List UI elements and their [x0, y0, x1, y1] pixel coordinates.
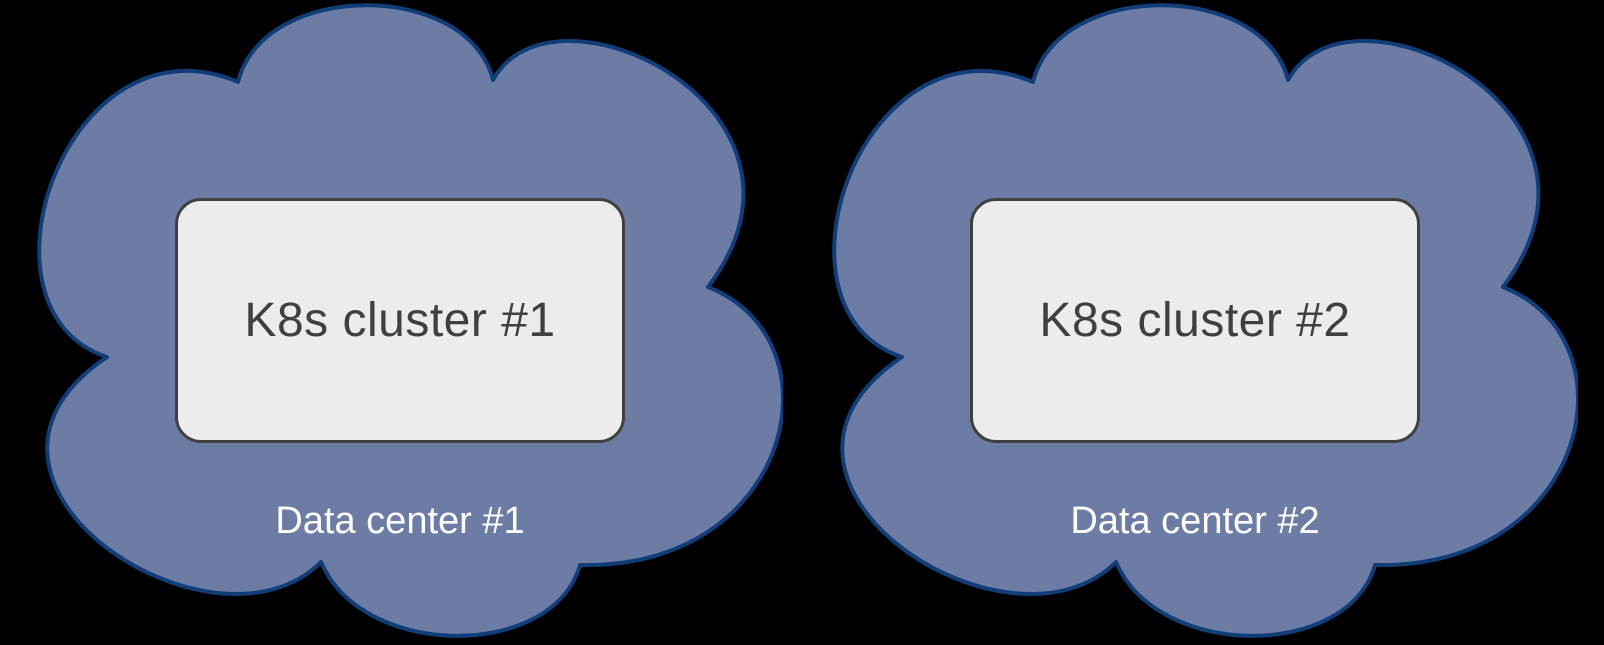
k8s-cluster-2-label: K8s cluster #2	[1039, 294, 1351, 347]
datacenter-2-label: Data center #2	[1070, 500, 1320, 542]
datacenter-2-group: K8s cluster #2 Data center #2	[818, 0, 1578, 645]
k8s-cluster-2-box: K8s cluster #2	[970, 198, 1420, 443]
k8s-cluster-1-box: K8s cluster #1	[175, 198, 625, 443]
k8s-cluster-1-label: K8s cluster #1	[244, 294, 556, 347]
datacenter-1-label: Data center #1	[275, 500, 525, 542]
datacenter-1-group: K8s cluster #1 Data center #1	[23, 0, 783, 645]
